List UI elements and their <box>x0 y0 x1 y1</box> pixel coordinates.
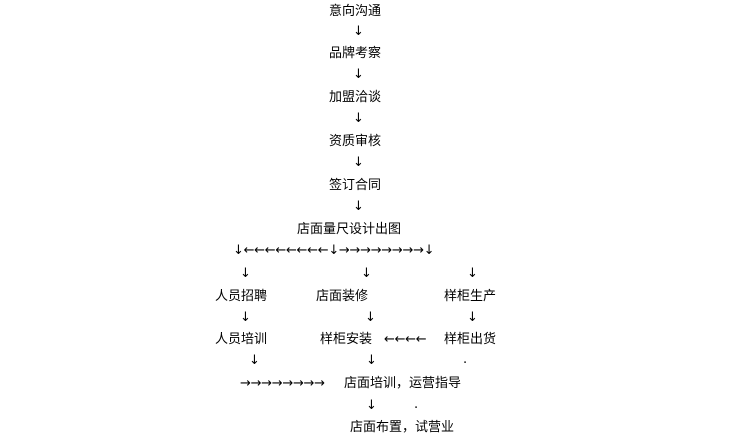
left-arrows-ship-to-install: ←←←← <box>384 332 427 347</box>
down-arrow-icon: ↓ <box>353 67 364 82</box>
down-arrow-icon: ↓ <box>353 199 364 214</box>
dot-mark: . <box>463 352 468 367</box>
down-arrow-icon: ↓ <box>353 111 364 126</box>
step-store-layout-trial: 店面布置，试营业 <box>350 420 455 435</box>
down-arrow-icon: ↓ <box>249 353 260 368</box>
step-store-measure-design: 店面量尺设计出图 <box>297 222 402 237</box>
down-arrow-icon: ↓ <box>240 266 251 281</box>
down-arrow-icon: ↓ <box>353 24 364 39</box>
step-sample-production: 样柜生产 <box>444 289 497 304</box>
branch-arrow-row: ↓←←←←←←←←↓→→→→→→→→↓ <box>233 243 435 258</box>
step-intention: 意向沟通 <box>329 4 382 19</box>
down-arrow-icon: ↓ <box>361 266 372 281</box>
step-staff-recruit: 人员招聘 <box>215 289 268 304</box>
down-arrow-icon: ↓ <box>240 310 251 325</box>
down-arrow-icon: ↓ <box>353 155 364 170</box>
step-sign-contract: 签订合同 <box>329 178 382 193</box>
down-arrow-icon: ↓ <box>365 310 376 325</box>
down-arrow-icon: ↓ <box>467 266 478 281</box>
right-arrows-training-merge: →→→→→→→→ <box>240 376 325 391</box>
step-store-training-guidance: 店面培训，运营指导 <box>344 376 462 391</box>
down-arrow-icon: ↓ <box>366 353 377 368</box>
step-franchise-talk: 加盟洽谈 <box>329 90 382 105</box>
dot-mark: . <box>414 397 419 412</box>
step-store-decoration: 店面装修 <box>316 289 369 304</box>
step-sample-shipping: 样柜出货 <box>444 332 497 347</box>
down-arrow-icon: ↓ <box>467 310 478 325</box>
step-qualification-review: 资质审核 <box>329 134 382 149</box>
step-staff-training: 人员培训 <box>215 332 268 347</box>
step-sample-install: 样柜安装 <box>320 332 373 347</box>
down-arrow-icon: ↓ <box>366 398 377 413</box>
step-brand-inspection: 品牌考察 <box>329 46 382 61</box>
